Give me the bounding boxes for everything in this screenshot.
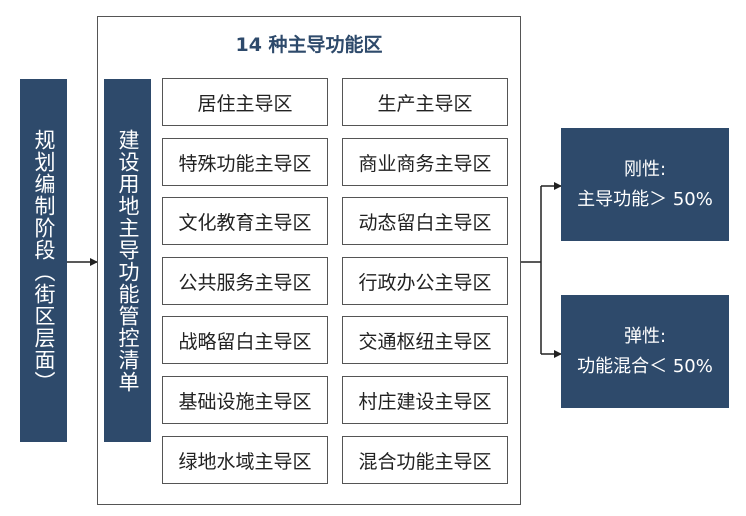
zone-box: 交通枢纽主导区 bbox=[342, 316, 508, 364]
zone-box: 生产主导区 bbox=[342, 78, 508, 126]
rigid-title: 刚性: bbox=[623, 158, 667, 180]
zone-box: 村庄建设主导区 bbox=[342, 376, 508, 424]
zone-box: 商业商务主导区 bbox=[342, 138, 508, 186]
zone-box: 动态留白主导区 bbox=[342, 197, 508, 245]
flexible-detail: 功能混合＜ 50% bbox=[577, 355, 713, 377]
rigid-detail: 主导功能＞ 50% bbox=[577, 188, 713, 210]
control-list-box: 建设用地主导功能管控清单 bbox=[104, 79, 151, 442]
flexible-box: 弹性: 功能混合＜ 50% bbox=[561, 295, 729, 408]
control-list-label: 建设用地主导功能管控清单 bbox=[116, 128, 140, 393]
function-zone-frame bbox=[97, 16, 521, 505]
zone-box: 特殊功能主导区 bbox=[162, 138, 328, 186]
zone-box: 基础设施主导区 bbox=[162, 376, 328, 424]
zone-box: 公共服务主导区 bbox=[162, 257, 328, 305]
rigid-box: 刚性: 主导功能＞ 50% bbox=[561, 128, 729, 241]
zone-box: 混合功能主导区 bbox=[342, 436, 508, 484]
planning-stage-label: 规划编制阶段（街区层面） bbox=[32, 128, 56, 393]
zone-box: 行政办公主导区 bbox=[342, 257, 508, 305]
zone-box: 文化教育主导区 bbox=[162, 197, 328, 245]
planning-stage-box: 规划编制阶段（街区层面） bbox=[20, 79, 67, 442]
zone-box: 战略留白主导区 bbox=[162, 316, 328, 364]
frame-title: 14 种主导功能区 bbox=[235, 34, 383, 56]
flexible-title: 弹性: bbox=[623, 325, 667, 347]
zone-box: 居住主导区 bbox=[162, 78, 328, 126]
zone-box: 绿地水域主导区 bbox=[162, 436, 328, 484]
